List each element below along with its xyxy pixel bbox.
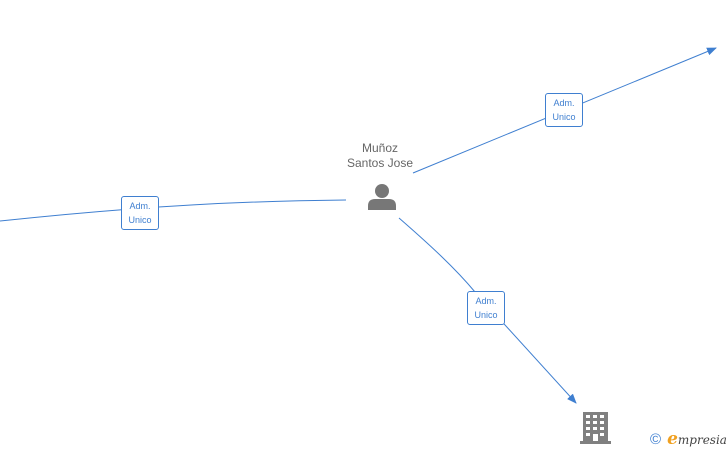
building-icon[interactable] [580, 412, 611, 444]
edge-label-line2: Unico [128, 215, 152, 225]
edge-label-line2: Unico [552, 112, 576, 122]
edge-to-company [398, 217, 577, 404]
brand-logo-initial: e [667, 429, 678, 449]
brand-logo[interactable]: e mpresia [667, 429, 727, 449]
edge-label-line1: Adm. [553, 98, 575, 108]
person-name-line2: Santos Jose [346, 156, 414, 170]
person-name[interactable]: Muñoz Santos Jose [330, 141, 430, 171]
person-name-line1: Muñoz [361, 141, 399, 155]
person-icon[interactable] [368, 184, 396, 210]
edge-label-line2: Unico [474, 310, 498, 320]
edge-label-top-right[interactable]: Adm. Unico [545, 93, 583, 127]
edge-label-left[interactable]: Adm. Unico [121, 196, 159, 230]
brand-logo-text: mpresia [677, 433, 727, 447]
edge-label-company[interactable]: Adm. Unico [467, 291, 505, 325]
edge-label-line1: Adm. [475, 296, 497, 306]
edge-label-line1: Adm. [129, 201, 151, 211]
edge-left [0, 199, 347, 222]
copyright-icon: © [650, 430, 662, 448]
footer-brand: © e mpresia [650, 429, 727, 449]
